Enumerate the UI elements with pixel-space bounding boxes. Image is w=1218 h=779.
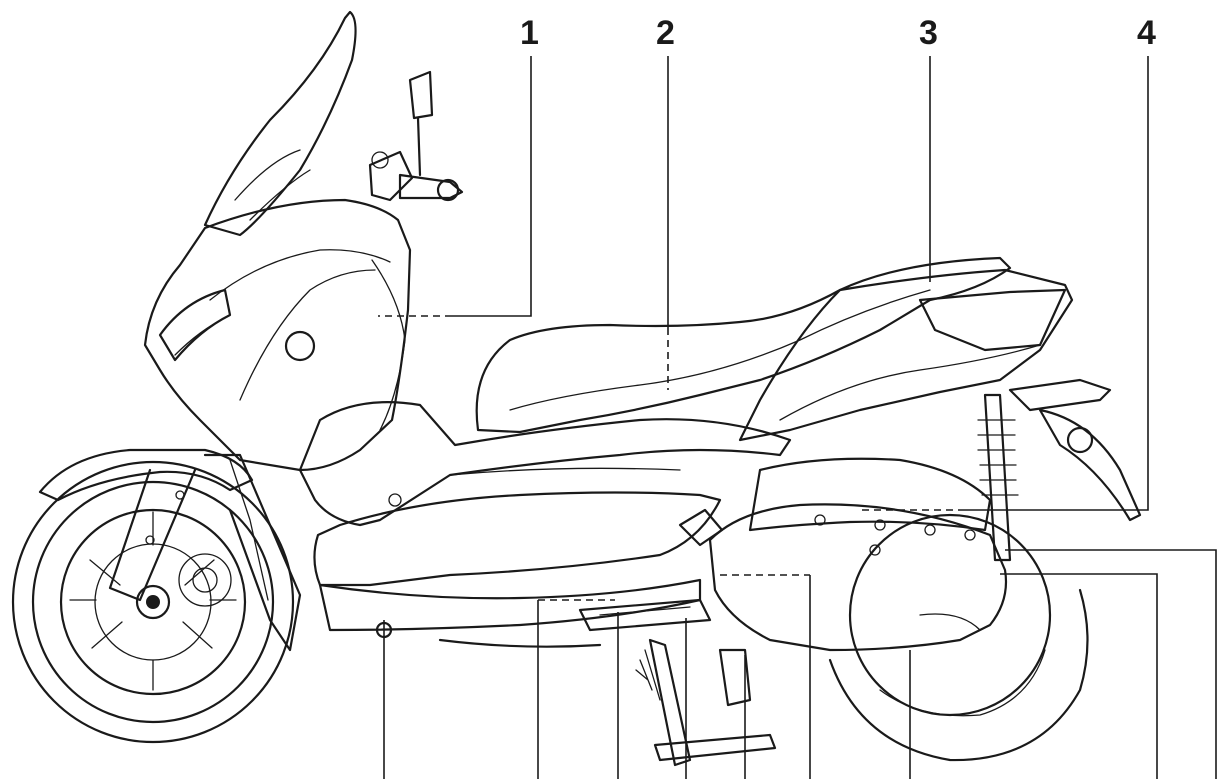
rear-wheel (828, 513, 1089, 762)
leader-line-1 (452, 56, 532, 317)
callout-number-3: 3 (919, 14, 938, 52)
air-filter-case (748, 457, 992, 532)
seat (475, 256, 1012, 434)
leader-line-4 (965, 56, 1149, 511)
leader-lines-bottom (383, 549, 1217, 779)
center-stand (635, 638, 777, 767)
leader-lines-top (378, 56, 1149, 511)
rear-fender (1038, 408, 1142, 522)
engine-cvt-cover (708, 457, 1008, 652)
front-brake-disc (178, 553, 232, 607)
body-side-panels (298, 401, 792, 639)
callout-number-1: 1 (520, 14, 539, 52)
leader-line-bottom-9 (1005, 549, 1217, 779)
tail-light (918, 288, 1067, 352)
headlight (158, 288, 232, 362)
front-fork-and-fender (38, 448, 302, 652)
floor-bolt (375, 621, 393, 639)
front-wheel (11, 460, 295, 744)
callout-number-2: 2 (656, 14, 675, 52)
undercarriage (438, 598, 712, 648)
rear-body (738, 268, 1142, 522)
callout-number-4: 4 (1137, 14, 1156, 52)
rear-grab-bar (1008, 378, 1112, 412)
mirror-and-handlebar (368, 70, 464, 202)
rear-shock-absorber (977, 393, 1019, 562)
rear-reflector (1066, 426, 1094, 454)
windscreen (203, 10, 357, 237)
front-reflector (284, 330, 316, 362)
leader-line-bottom-8 (1000, 573, 1158, 779)
front-fairing (143, 198, 412, 472)
